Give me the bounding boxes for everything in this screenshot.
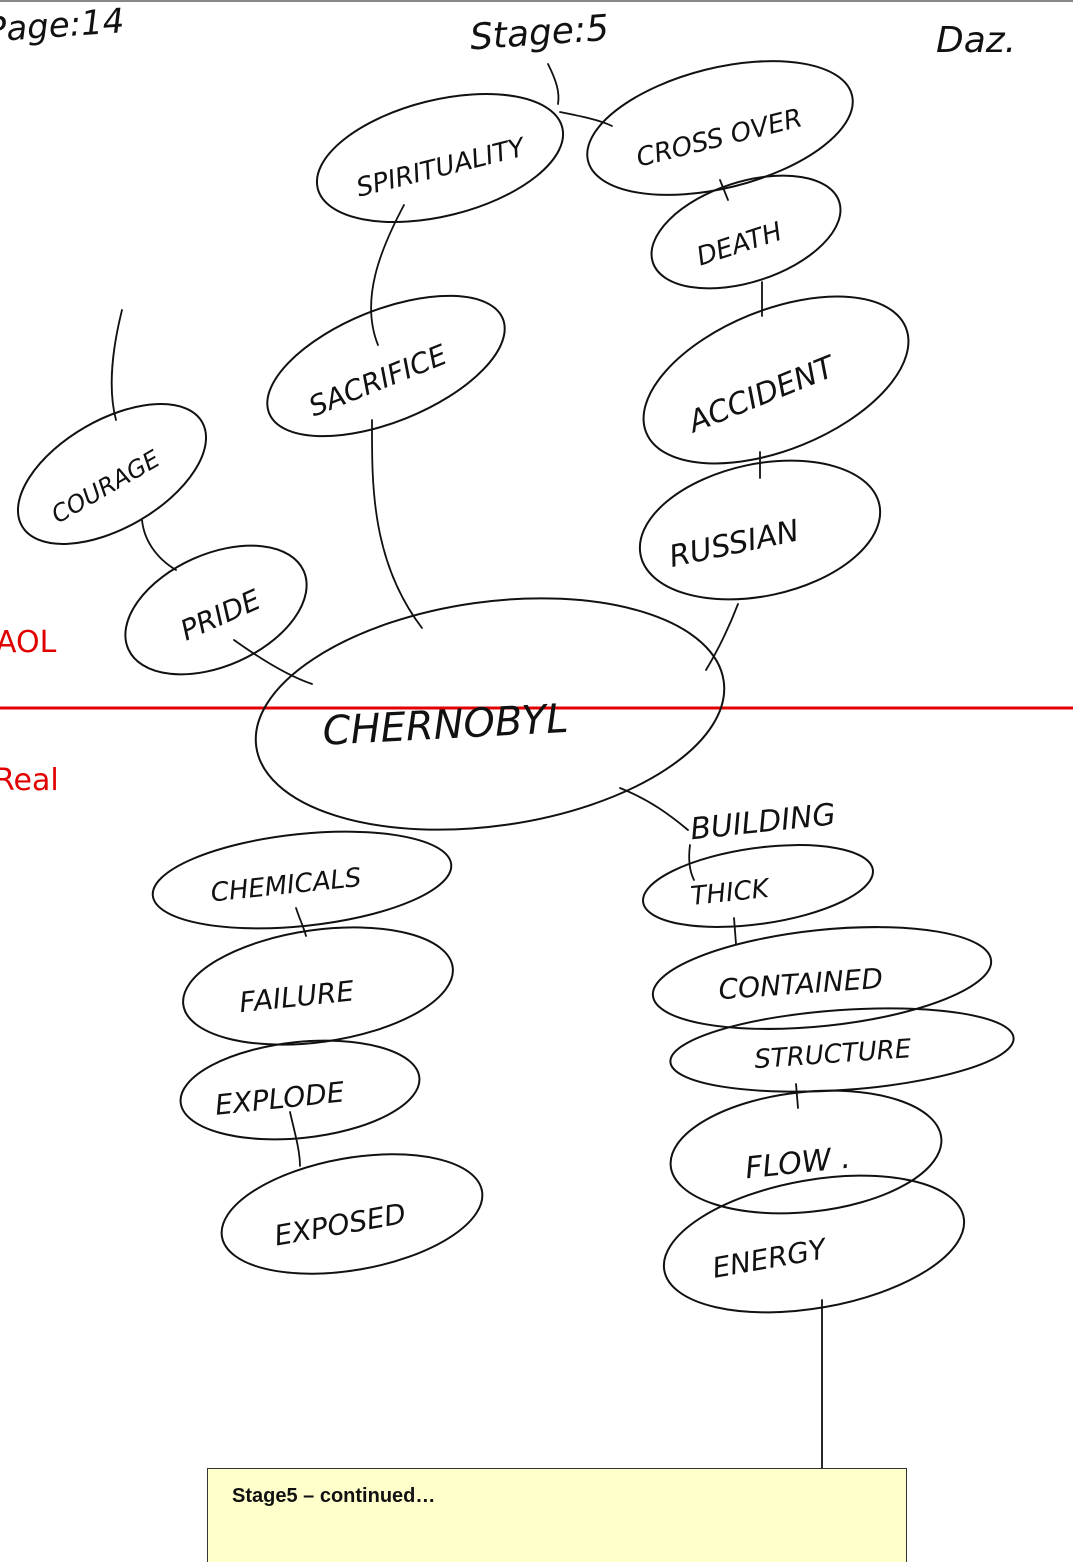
node-contained: CONTAINED <box>651 926 993 1030</box>
svg-text:EXPLODE: EXPLODE <box>213 1075 346 1121</box>
page-label: Page:14 <box>0 1 126 51</box>
svg-text:CHERNOBYL: CHERNOBYL <box>321 696 569 755</box>
caption-box: Stage5 – continued… <box>207 1468 907 1562</box>
node-sacrifice: SACRIFICE <box>266 294 506 438</box>
link-russian-chernobyl <box>705 603 739 671</box>
caption-text: Stage5 – continued… <box>232 1485 436 1507</box>
link-thick-contained <box>733 917 737 945</box>
node-explode: EXPLODE <box>179 1039 421 1141</box>
node-accident: ACCIDENT <box>642 295 910 465</box>
svg-text:FAILURE: FAILURE <box>238 974 356 1019</box>
svg-text:DEATH: DEATH <box>693 217 786 273</box>
link-structure-flow <box>795 1083 799 1109</box>
svg-text:CONTAINED: CONTAINED <box>717 962 884 1006</box>
svg-text:EXPOSED: EXPOSED <box>272 1197 409 1253</box>
zone-label-aol: AOL <box>0 625 57 660</box>
link-sacrifice-chernobyl <box>371 419 423 629</box>
link-chemicals-failure <box>295 907 307 937</box>
author-label: Daz. <box>936 20 1016 61</box>
node-failure: FAILURE <box>182 926 454 1046</box>
link-pride-chernobyl <box>233 639 313 685</box>
link-building-thick <box>688 844 695 881</box>
node-cross-over: CROSS OVER <box>586 60 854 196</box>
node-building: BUILDING <box>689 797 838 847</box>
node-death: DEATH <box>650 174 842 290</box>
link-courage-pride <box>141 519 177 571</box>
link-explode-exposed <box>289 1111 301 1167</box>
svg-text:ENERGY: ENERGY <box>710 1232 830 1285</box>
svg-text:PRIDE: PRIDE <box>175 583 265 647</box>
svg-text:BUILDING: BUILDING <box>689 797 838 847</box>
svg-text:ACCIDENT: ACCIDENT <box>682 349 842 441</box>
node-chernobyl[interactable]: CHERNOBYL <box>241 570 740 858</box>
node-thick: THICK <box>642 844 874 928</box>
node-structure: STRUCTURE <box>669 1007 1015 1093</box>
zone-label-real: Real <box>0 763 59 798</box>
node-courage: COURAGE <box>16 403 208 545</box>
node-flow: FLOW . <box>669 1089 943 1215</box>
svg-text:SACRIFICE: SACRIFICE <box>304 338 452 423</box>
link-stage-spirituality <box>547 63 560 105</box>
svg-text:SPIRITUALITY: SPIRITUALITY <box>353 132 529 203</box>
svg-text:FLOW .: FLOW . <box>744 1141 852 1187</box>
link-left-stem-courage <box>110 309 123 421</box>
svg-text:RUSSIAN: RUSSIAN <box>666 513 802 575</box>
link-spirituality-crossover <box>559 111 613 127</box>
node-spirituality: SPIRITUALITY <box>315 92 565 224</box>
node-energy: ENERGY <box>662 1174 966 1314</box>
stage-label: Stage:5 <box>469 8 611 59</box>
link-crossover-death <box>719 179 729 201</box>
page-top-border <box>0 0 1073 2</box>
svg-text:CROSS OVER: CROSS OVER <box>633 103 805 173</box>
link-chernobyl-building <box>619 787 689 831</box>
svg-text:THICK: THICK <box>689 874 772 912</box>
node-exposed: EXPOSED <box>220 1153 484 1275</box>
svg-text:CHEMICALS: CHEMICALS <box>209 863 362 909</box>
link-spirituality-sacrifice <box>370 204 405 346</box>
connector-lines <box>110 63 823 1471</box>
svg-text:STRUCTURE: STRUCTURE <box>753 1034 912 1075</box>
